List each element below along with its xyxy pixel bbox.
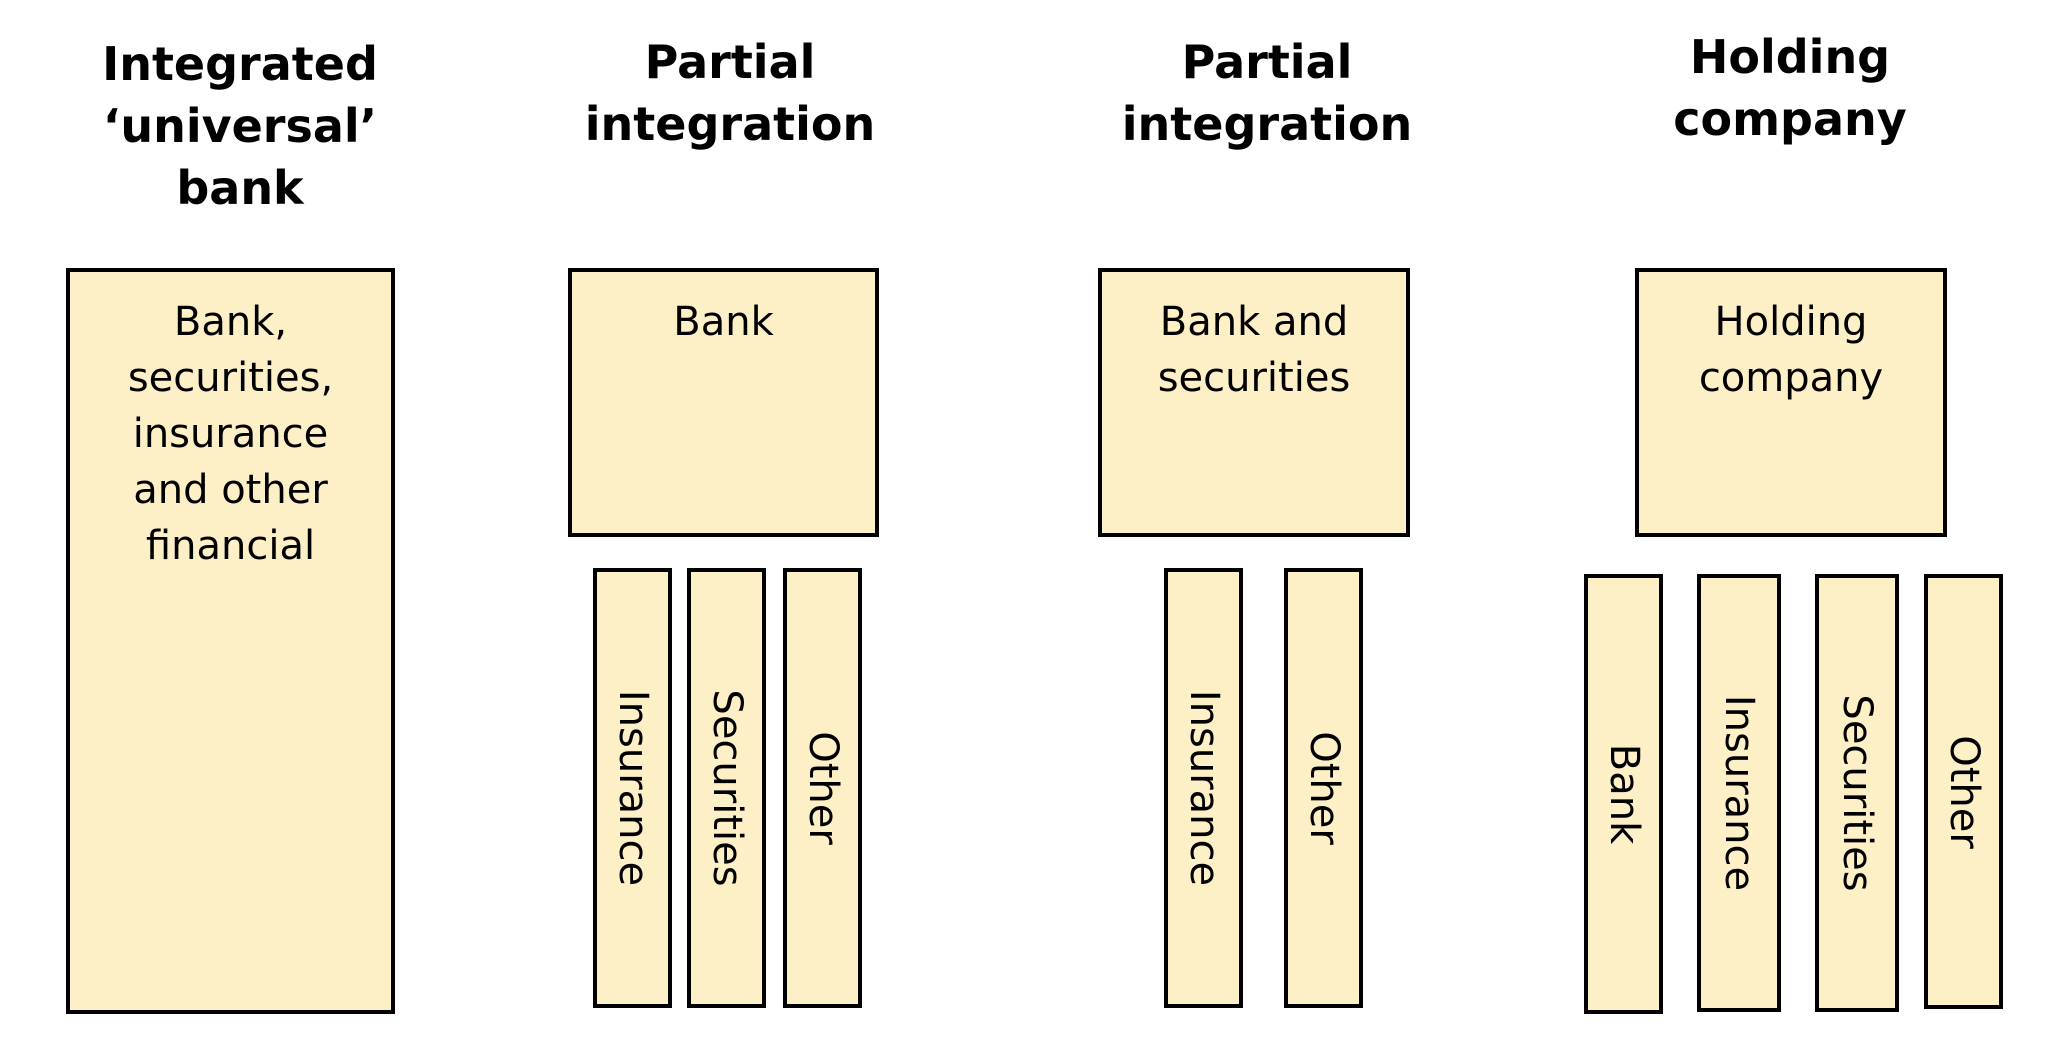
sub-box-bank: Bank [1584, 574, 1663, 1014]
sub-box-other: Other [783, 568, 862, 1008]
sub-box-insurance: Insurance [1697, 574, 1781, 1012]
sub-box-other: Other [1924, 574, 2003, 1009]
sub-box-label: Other [1300, 731, 1347, 845]
sub-box-label: Insurance [609, 689, 656, 887]
sub-box-label: Securities [1834, 694, 1880, 892]
sub-box-securities: Securities [1815, 574, 1899, 1012]
sub-box-insurance: Insurance [593, 568, 672, 1008]
main-box-holding-company: Holding company [1635, 268, 1947, 537]
column-title-universal-bank: Integrated ‘universal’ bank [102, 37, 378, 215]
sub-box-securities: Securities [687, 568, 766, 1008]
sub-box-label: Insurance [1716, 694, 1762, 892]
main-box-bank: Bank [568, 268, 879, 537]
sub-box-insurance: Insurance [1164, 568, 1243, 1008]
main-box-label: Bank and securities [1157, 299, 1351, 401]
sub-box-label: Bank [1600, 743, 1647, 845]
sub-box-label: Other [1940, 734, 1987, 849]
column-title-partial-integration-2: Partial integration [1121, 35, 1413, 151]
column-title-holding-company: Holding company [1673, 30, 1907, 146]
column-title-partial-integration-1: Partial integration [584, 35, 876, 151]
main-box-label: Holding company [1698, 299, 1884, 401]
sub-box-label: Insurance [1180, 689, 1227, 887]
main-box-universal-bank: Bank, securities, insurance and other fi… [66, 268, 395, 1014]
main-box-label: Bank, securities, insurance and other fi… [127, 299, 334, 569]
main-box-label: Bank [673, 299, 774, 345]
sub-box-other: Other [1284, 568, 1363, 1008]
sub-box-label: Securities [703, 689, 750, 887]
sub-box-label: Other [799, 731, 846, 845]
main-box-bank-and-securities: Bank and securities [1098, 268, 1410, 537]
